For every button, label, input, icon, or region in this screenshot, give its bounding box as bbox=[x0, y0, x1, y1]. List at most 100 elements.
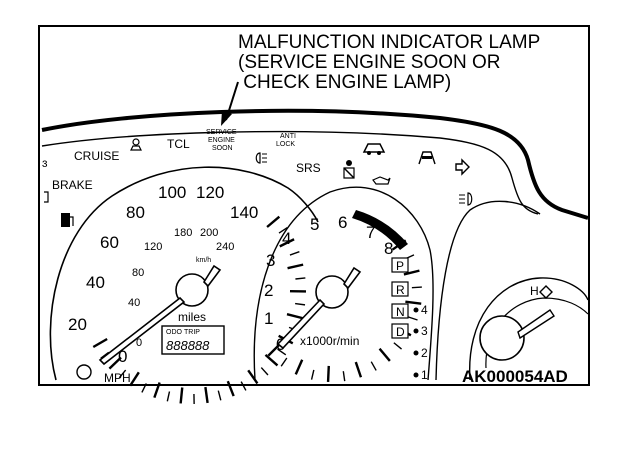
service-engine-soon-line-2: ENGINE bbox=[208, 137, 235, 144]
gear-r-box bbox=[391, 281, 409, 297]
tach-tick bbox=[280, 357, 288, 367]
fuel-gauge: H bbox=[469, 277, 589, 381]
kmh-scale: 0 40 80 120 180 200 240 km/h bbox=[128, 227, 234, 349]
mph-label-80: 80 bbox=[126, 203, 145, 222]
mph-label-0: 0 bbox=[118, 347, 127, 366]
mph-tick bbox=[141, 383, 147, 393]
tach-tick bbox=[342, 371, 346, 382]
tach-label-5: 5 bbox=[310, 215, 319, 234]
mph-tick bbox=[153, 382, 161, 398]
tcl-indicator-label: TCL bbox=[167, 137, 190, 151]
tach-label-8: 8 bbox=[384, 239, 393, 258]
kmh-label-40: 40 bbox=[128, 297, 140, 309]
trip-reset-knob bbox=[76, 364, 92, 380]
tach-tick bbox=[370, 361, 377, 371]
odometer-mode-trip: TRIP bbox=[184, 329, 200, 336]
gear-d-box bbox=[391, 323, 409, 339]
odometer-value: 888888 bbox=[166, 338, 210, 353]
gear-n-label: N bbox=[396, 305, 405, 319]
kmh-label-200: 200 bbox=[200, 227, 218, 239]
left-edge-mark: ɜ bbox=[42, 156, 48, 170]
mph-tick bbox=[247, 369, 259, 385]
tach-tick bbox=[411, 286, 422, 289]
seatbelt-icon bbox=[343, 160, 355, 179]
mph-label-100: 100 bbox=[158, 183, 186, 202]
gear-r-label: R bbox=[396, 283, 405, 297]
anti-lock-line-2: LOCK bbox=[276, 141, 295, 148]
mph-tick bbox=[277, 348, 287, 356]
cruise-icon bbox=[130, 138, 142, 151]
mph-tick bbox=[217, 390, 222, 401]
mph-tick bbox=[118, 369, 127, 379]
mph-tick bbox=[108, 356, 122, 370]
odometer-mode-odo: ODO bbox=[166, 329, 183, 336]
oil-pressure-icon bbox=[372, 176, 391, 185]
mph-label-20: 20 bbox=[68, 315, 87, 334]
odometer-unit-label: miles bbox=[178, 310, 206, 324]
mph-tick bbox=[240, 381, 247, 391]
srs-indicator-label: SRS bbox=[296, 161, 321, 175]
mph-tick bbox=[166, 391, 171, 402]
callout-line-3: CHECK ENGINE LAMP) bbox=[238, 72, 451, 93]
mph-tick bbox=[295, 277, 306, 280]
tach-tick bbox=[267, 343, 281, 357]
callout-line-2: (SERVICE ENGINE SOON OR bbox=[238, 52, 501, 73]
fog-lamp-icon bbox=[459, 192, 473, 206]
mph-scale: 0 20 40 60 80 100 120 140 bbox=[68, 183, 258, 366]
mph-tick bbox=[204, 386, 209, 404]
left-edge-icon bbox=[44, 191, 49, 203]
speedometer-needle bbox=[98, 264, 222, 366]
tach-label-4: 4 bbox=[282, 229, 291, 248]
gear-p-box bbox=[391, 257, 409, 273]
kmh-label-120: 120 bbox=[144, 241, 162, 253]
mph-tick bbox=[264, 353, 279, 367]
headlamp-icon bbox=[255, 152, 267, 164]
gear-4-dot bbox=[413, 307, 419, 313]
tach-tick bbox=[378, 347, 391, 362]
mph-label-60: 60 bbox=[100, 233, 119, 252]
tach-label-2: 2 bbox=[264, 281, 273, 300]
tach-label-7: 7 bbox=[366, 223, 375, 242]
tach-label-1: 1 bbox=[264, 309, 273, 328]
mph-tick bbox=[289, 251, 300, 256]
gear-4-label: 4 bbox=[421, 303, 428, 317]
anti-lock-line-1: ANTI bbox=[280, 133, 296, 140]
kmh-label-240: 240 bbox=[216, 241, 234, 253]
fuel-gauge-marker bbox=[539, 285, 553, 299]
tach-tick bbox=[354, 361, 363, 378]
tach-tick bbox=[403, 269, 420, 276]
figure-frame bbox=[38, 25, 590, 386]
gear-2-dot bbox=[413, 350, 419, 356]
mph-tick bbox=[278, 226, 288, 234]
callout-arrow bbox=[221, 81, 239, 126]
mph-tick bbox=[129, 371, 140, 387]
gear-1-dot bbox=[413, 372, 419, 378]
speedometer-bezel bbox=[49, 166, 319, 381]
tach-redline-band bbox=[352, 210, 408, 250]
tach-label-6: 6 bbox=[338, 213, 347, 232]
tach-tick bbox=[310, 369, 315, 380]
mph-tick bbox=[286, 313, 303, 320]
door-ajar-icon bbox=[362, 143, 386, 155]
fuel-gauge-hub bbox=[479, 315, 525, 361]
mph-label-120: 120 bbox=[196, 183, 224, 202]
tach-tick bbox=[405, 300, 422, 305]
gear-3-dot bbox=[413, 328, 419, 334]
tire-icon bbox=[418, 151, 436, 165]
cluster-inner-outline bbox=[41, 130, 539, 215]
gear-2-label: 2 bbox=[421, 346, 428, 360]
tach-tick bbox=[407, 316, 418, 321]
mph-tick bbox=[260, 367, 269, 376]
gear-n-box bbox=[391, 303, 409, 319]
kmh-label-0: 0 bbox=[136, 337, 142, 349]
tach-tick bbox=[326, 365, 330, 382]
fuel-gauge-needle bbox=[517, 309, 555, 340]
right-panel-outline bbox=[435, 200, 541, 381]
brake-indicator-label: BRAKE bbox=[52, 178, 93, 192]
mph-tick bbox=[279, 238, 295, 248]
mph-tick bbox=[92, 337, 108, 349]
gear-1-label: 1 bbox=[421, 368, 428, 382]
tach-unit-label: x1000r/min bbox=[300, 334, 359, 348]
tach-tick bbox=[294, 359, 304, 375]
